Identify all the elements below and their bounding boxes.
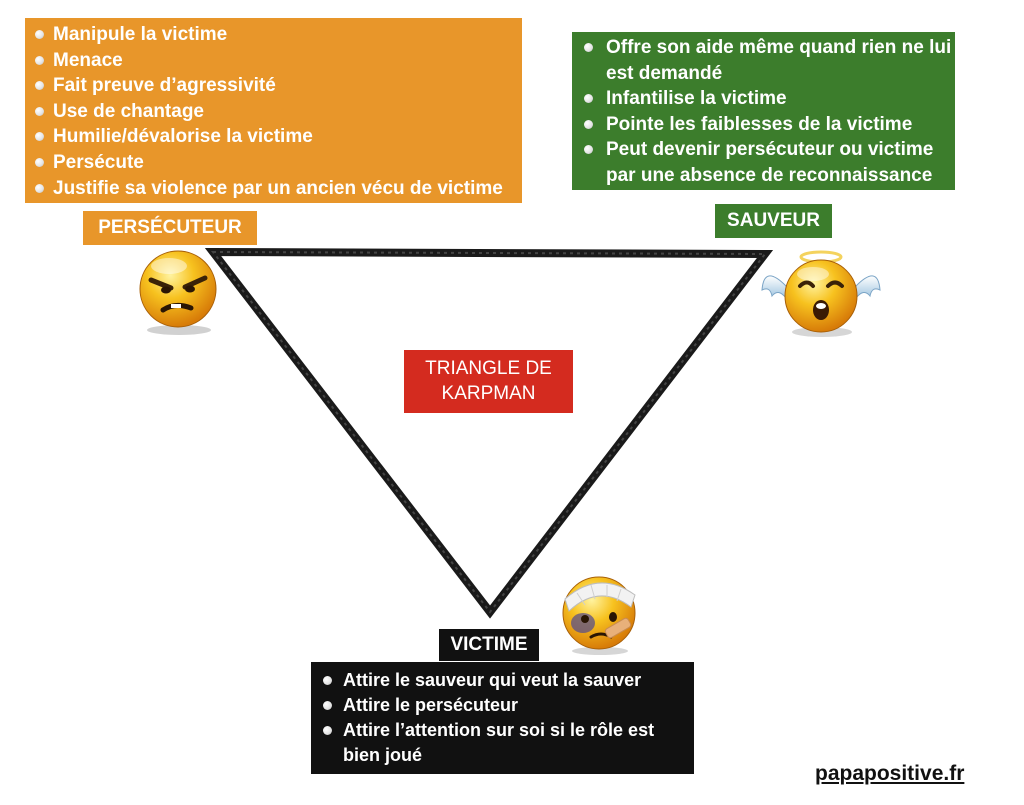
persecuteur-label: PERSÉCUTEUR [83, 211, 257, 245]
title-line-1: TRIANGLE DE [425, 358, 552, 379]
injured-face-icon [562, 576, 636, 655]
angel-face-icon [761, 250, 881, 337]
victime-label: VICTIME [439, 629, 539, 661]
sauveur-trait: Infantilise la victime [580, 86, 955, 112]
persecuteur-trait: Justifie sa violence par un ancien vécu … [31, 176, 522, 202]
persecuteur-trait: Fait preuve d’agressivité [31, 73, 522, 99]
angry-face-icon [139, 250, 217, 335]
triangle-outline-texture [210, 250, 768, 614]
sauveur-traits-box: Offre son aide même quand rien ne lui es… [572, 32, 955, 190]
sauveur-label: SAUVEUR [715, 204, 832, 238]
sauveur-trait: Peut devenir persécuteur ou victime par … [580, 137, 955, 188]
sauveur-trait: Pointe les faiblesses de la victime [580, 112, 955, 138]
victime-trait: Attire l’attention sur soi si le rôle es… [319, 718, 694, 768]
persecuteur-trait: Persécute [31, 150, 522, 176]
source-link[interactable]: papapositive.fr [815, 762, 965, 785]
persecuteur-trait: Menace [31, 48, 522, 74]
persecuteur-trait: Humilie/dévalorise la victime [31, 124, 522, 150]
sauveur-trait: Offre son aide même quand rien ne lui es… [580, 35, 955, 86]
victime-trait: Attire le persécuteur [319, 693, 694, 718]
triangle-title: TRIANGLE DE KARPMAN [404, 350, 573, 413]
victime-trait: Attire le sauveur qui veut la sauver [319, 668, 694, 693]
triangle-outline [204, 247, 774, 619]
persecuteur-trait: Manipule la victime [31, 22, 522, 48]
title-line-2: KARPMAN [441, 383, 536, 404]
victime-traits-box: Attire le sauveur qui veut la sauver Att… [311, 662, 694, 774]
persecuteur-traits-box: Manipule la victime Menace Fait preuve d… [25, 18, 522, 203]
persecuteur-trait: Use de chantage [31, 99, 522, 125]
